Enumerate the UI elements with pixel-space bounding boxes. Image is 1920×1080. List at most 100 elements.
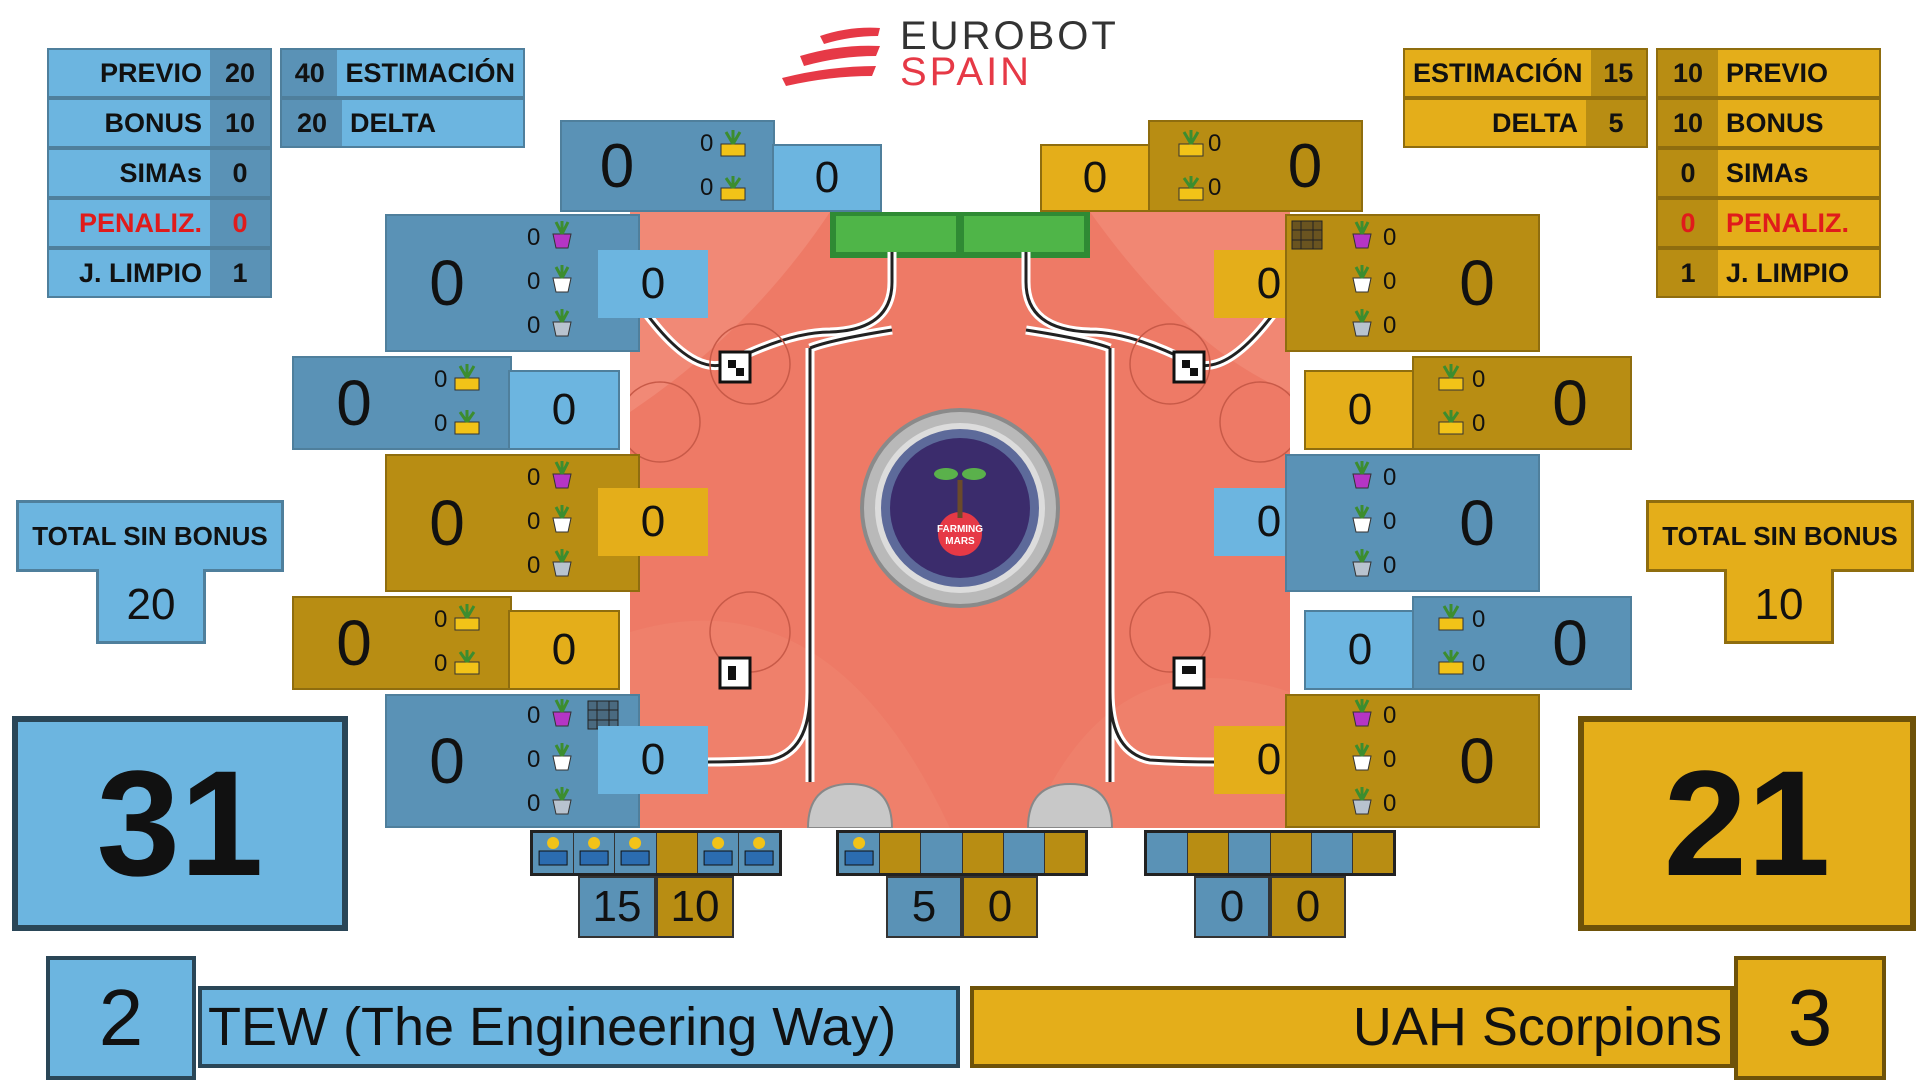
purple-pot-plant-icon	[1352, 221, 1372, 249]
right-zone-1-count-3: 0	[1383, 312, 1397, 339]
left-penaliz-value: 0	[210, 200, 270, 246]
purple-pot-plant-icon	[552, 699, 572, 727]
white-pot-plant-icon	[552, 743, 572, 771]
left-zone-1-big: 0	[429, 247, 465, 319]
left-penaliz-row: PENALIZ. 0	[47, 198, 272, 248]
left-zone-4-count-1: 0	[434, 606, 448, 633]
right-estimacion-value: 15	[1590, 50, 1646, 96]
right-zone-1: 0 0 0 0	[1285, 214, 1540, 352]
left-zone-5-count-1: 0	[527, 702, 541, 729]
right-zone-2-small: 0	[1304, 370, 1416, 450]
left-zone-2: 0 0 0	[292, 356, 512, 450]
left-zone-5-count-3: 0	[527, 790, 541, 817]
right-zone-5-big: 0	[1459, 725, 1495, 797]
solar-strip-center	[836, 830, 1088, 876]
left-estimacion-value: 40	[282, 50, 338, 96]
solar-panel-icon	[533, 833, 575, 873]
right-zone-5: 0 0 0 0	[1285, 694, 1540, 828]
left-limpio-value: 1	[210, 250, 270, 296]
gray-pot-plant-icon	[1352, 309, 1372, 337]
right-limpio-label: J. LIMPIO	[1726, 257, 1850, 288]
solar-slot	[1147, 833, 1189, 873]
top-right-count-1: 0	[1208, 130, 1222, 157]
left-estimacion-label: ESTIMACIÓN	[345, 57, 515, 88]
white-pot-plant-icon	[1352, 743, 1372, 771]
right-zone-4-big: 0	[1552, 607, 1588, 679]
left-bonus-label: BONUS	[104, 107, 202, 138]
right-total-value: 10	[1724, 569, 1834, 644]
left-simas-label: SIMAs	[119, 157, 202, 188]
top-left-count-2: 0	[700, 174, 714, 201]
solar-slot	[921, 833, 963, 873]
solar-slot	[880, 833, 922, 873]
left-zone-2-count-1: 0	[434, 366, 448, 393]
purple-pot-plant-icon	[552, 221, 572, 249]
plant-pot-icon	[454, 364, 480, 391]
logo-text-eurobot: EUROBOT	[900, 14, 1119, 58]
solar-slot	[1270, 833, 1312, 873]
right-total-label: TOTAL SIN BONUS	[1646, 500, 1914, 572]
left-zone-2-count-2: 0	[434, 410, 448, 437]
left-delta-value: 20	[282, 100, 342, 146]
right-score: 21	[1578, 716, 1916, 931]
solar-slot	[1044, 833, 1086, 873]
right-simas-row: 0 SIMAs	[1656, 148, 1881, 198]
right-zone-1-count-1: 0	[1383, 224, 1397, 251]
top-left-area: 0 0 0	[560, 120, 775, 212]
solar-slot	[1311, 833, 1353, 873]
white-pot-plant-icon	[1352, 505, 1372, 533]
left-bonus-value: 10	[210, 100, 270, 146]
right-zone-4-count-2: 0	[1472, 650, 1486, 677]
left-zone-3: 0 0 0 0	[385, 454, 640, 592]
solar-center-gold-score: 0	[962, 876, 1038, 938]
plant-pot-icon	[1438, 650, 1464, 675]
gray-pot-plant-icon	[1352, 787, 1372, 815]
left-zone-4-small: 0	[508, 610, 620, 690]
left-penaliz-label: PENALIZ.	[78, 207, 202, 238]
solar-strip-left	[530, 830, 782, 876]
solar-panel-icon	[839, 833, 881, 873]
right-zone-4-small: 0	[1304, 610, 1416, 690]
gray-pot-plant-icon	[552, 787, 572, 815]
solar-slot	[656, 833, 698, 873]
left-zone-1: 0 0 0 0	[385, 214, 640, 352]
right-zone-3-big: 0	[1459, 487, 1495, 559]
right-zone-2-count-2: 0	[1472, 410, 1486, 437]
right-bonus-row: 10 BONUS	[1656, 98, 1881, 148]
right-limpio-value: 1	[1658, 250, 1718, 296]
right-penaliz-label: PENALIZ.	[1726, 207, 1850, 238]
right-zone-3-count-3: 0	[1383, 552, 1397, 579]
right-zone-3: 0 0 0 0	[1285, 454, 1540, 592]
left-total-value: 20	[96, 569, 206, 644]
left-zone-5-small: 0	[598, 726, 708, 794]
right-bonus-value: 10	[1658, 100, 1718, 146]
gray-pot-plant-icon	[1352, 549, 1372, 577]
solar-left-gold-score: 10	[656, 876, 734, 938]
purple-pot-plant-icon	[1352, 461, 1372, 489]
right-penaliz-row: 0 PENALIZ.	[1656, 198, 1881, 248]
top-right-small-count: 0	[1040, 144, 1150, 212]
left-zone-3-big: 0	[429, 487, 465, 559]
left-score: 31	[12, 716, 348, 931]
top-right-area: 0 0 0	[1148, 120, 1363, 212]
plant-pot-icon	[720, 130, 746, 157]
right-zone-3-count-2: 0	[1383, 508, 1397, 535]
plant-pot-icon	[1438, 604, 1464, 631]
right-zone-5-count-1: 0	[1383, 702, 1397, 729]
right-zone-4-count-1: 0	[1472, 606, 1486, 633]
left-simas-row: SIMAs 0	[47, 148, 272, 198]
right-delta-label: DELTA	[1492, 107, 1578, 138]
left-zone-5-big: 0	[429, 725, 465, 797]
left-delta-row: 20 DELTA	[280, 98, 525, 148]
top-right-big-count: 0	[1287, 131, 1323, 201]
solar-slot	[1188, 833, 1230, 873]
solar-strip-right	[1144, 830, 1396, 876]
logo-swoosh-icon	[782, 27, 880, 86]
right-zone-2: 0 0 0	[1412, 356, 1632, 450]
left-previo-row: PREVIO 20	[47, 48, 272, 98]
right-limpio-row: 1 J. LIMPIO	[1656, 248, 1881, 298]
gray-pot-plant-icon	[552, 309, 572, 337]
right-zone-1-count-2: 0	[1383, 268, 1397, 295]
left-zone-1-small: 0	[598, 250, 708, 318]
right-zone-4: 0 0 0	[1412, 596, 1632, 690]
